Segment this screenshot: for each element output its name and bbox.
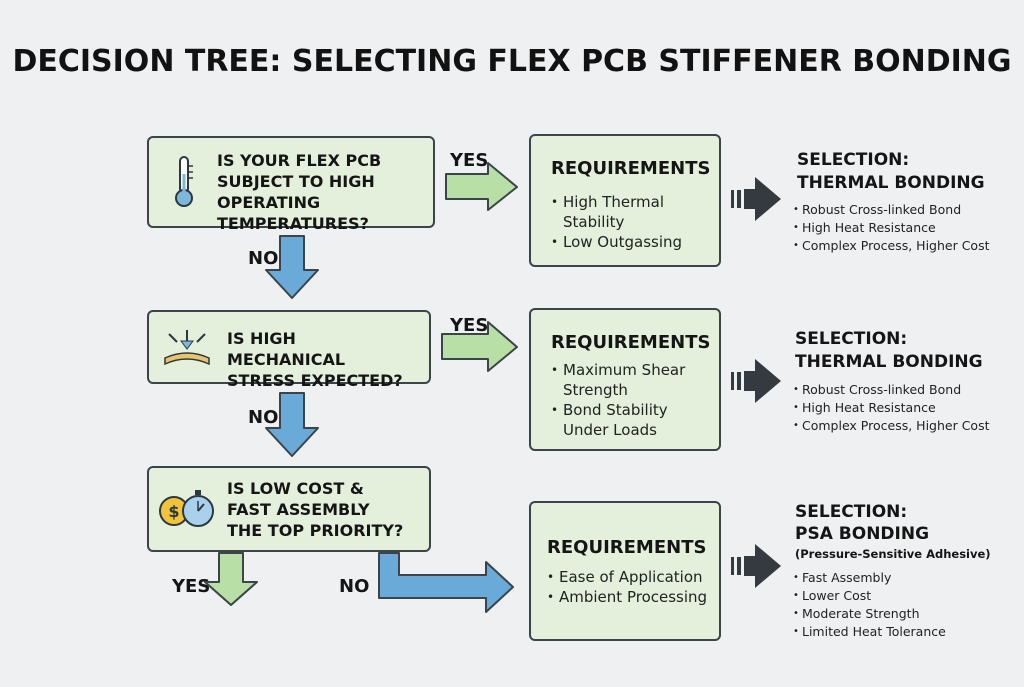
requirements-list: High Thermal Stability Low Outgassing bbox=[551, 192, 719, 252]
question-text-cost: IS LOW COST & FAST ASSEMBLY THE TOP PRIO… bbox=[227, 479, 404, 540]
no-label: NO bbox=[248, 407, 279, 428]
selection-heading: SELECTION: bbox=[795, 329, 908, 349]
selection-item: Complex Process, Higher Cost bbox=[793, 237, 990, 255]
no-label: NO bbox=[248, 248, 279, 269]
requirement-item: High Thermal Stability bbox=[551, 192, 719, 232]
svg-text:$: $ bbox=[168, 502, 179, 521]
selection-heading: SELECTION: bbox=[797, 150, 910, 170]
yes-arrow-icon bbox=[445, 162, 518, 211]
requirements-box-stress: REQUIREMENTS Maximum Shear Strength Bond… bbox=[529, 308, 721, 451]
selection-list: Fast Assembly Lower Cost Moderate Streng… bbox=[793, 569, 946, 641]
selection-name: PSA BONDING bbox=[795, 524, 930, 544]
requirements-title: REQUIREMENTS bbox=[551, 332, 711, 353]
requirement-item: Ease of Application bbox=[547, 567, 707, 587]
requirements-title: REQUIREMENTS bbox=[551, 158, 711, 179]
selection-item: Moderate Strength bbox=[793, 605, 946, 623]
question-box-stress: IS HIGH MECHANICAL STRESS EXPECTED? bbox=[147, 310, 431, 390]
requirement-item: Ambient Processing bbox=[547, 587, 707, 607]
selection-subtitle: (Pressure-Sensitive Adhesive) bbox=[795, 547, 991, 561]
requirements-box-thermal: REQUIREMENTS High Thermal Stability Low … bbox=[529, 134, 721, 267]
question-box-temperature: IS YOUR FLEX PCB SUBJECT TO HIGH OPERATI… bbox=[147, 136, 435, 233]
page-title: DECISION TREE: SELECTING FLEX PCB STIFFE… bbox=[12, 44, 1012, 79]
requirement-item: Maximum Shear Strength bbox=[551, 360, 716, 400]
select-arrow-icon bbox=[731, 544, 781, 588]
yes-label: YES bbox=[450, 315, 489, 336]
question-text-stress: IS HIGH MECHANICAL STRESS EXPECTED? bbox=[227, 329, 403, 390]
stress-compression-icon bbox=[164, 330, 210, 366]
select-arrow-icon bbox=[731, 359, 781, 403]
selection-list: Robust Cross-linked Bond High Heat Resis… bbox=[793, 201, 990, 255]
no-label: NO bbox=[339, 576, 370, 597]
selection-item: High Heat Resistance bbox=[793, 219, 990, 237]
no-arrow-icon bbox=[265, 392, 319, 457]
selection-item: Complex Process, Higher Cost bbox=[793, 417, 990, 435]
requirements-list: Ease of Application Ambient Processing bbox=[547, 567, 707, 607]
selection-name: THERMAL BONDING bbox=[797, 173, 985, 193]
selection-item: Lower Cost bbox=[793, 587, 946, 605]
cost-timer-icon: $ bbox=[159, 490, 214, 527]
selection-heading: SELECTION: bbox=[795, 502, 908, 522]
question-text-temperature: IS YOUR FLEX PCB SUBJECT TO HIGH OPERATI… bbox=[217, 151, 382, 233]
selection-item: Robust Cross-linked Bond bbox=[793, 381, 990, 399]
thermometer-icon bbox=[175, 156, 193, 207]
question-box-cost: $ IS LOW COST & FAST ASSEMBLY THE TOP PR… bbox=[147, 466, 431, 552]
selection-name: THERMAL BONDING bbox=[795, 352, 983, 372]
selection-item: Fast Assembly bbox=[793, 569, 946, 587]
select-arrow-icon bbox=[731, 177, 781, 221]
yes-arrow-icon bbox=[441, 321, 518, 372]
requirements-title: REQUIREMENTS bbox=[547, 537, 707, 558]
no-arrow-icon bbox=[265, 235, 319, 299]
selection-list: Robust Cross-linked Bond High Heat Resis… bbox=[793, 381, 990, 435]
selection-item: High Heat Resistance bbox=[793, 399, 990, 417]
requirements-list: Maximum Shear Strength Bond Stability Un… bbox=[551, 360, 716, 440]
selection-item: Robust Cross-linked Bond bbox=[793, 201, 990, 219]
requirement-item: Bond Stability Under Loads bbox=[551, 400, 716, 440]
yes-arrow-icon bbox=[204, 552, 258, 606]
requirements-box-psa: REQUIREMENTS Ease of Application Ambient… bbox=[529, 501, 721, 641]
yes-label: YES bbox=[172, 576, 211, 597]
no-arrow-icon bbox=[378, 552, 514, 613]
requirement-item: Low Outgassing bbox=[551, 232, 719, 252]
selection-item: Limited Heat Tolerance bbox=[793, 623, 946, 641]
yes-label: YES bbox=[450, 150, 489, 171]
